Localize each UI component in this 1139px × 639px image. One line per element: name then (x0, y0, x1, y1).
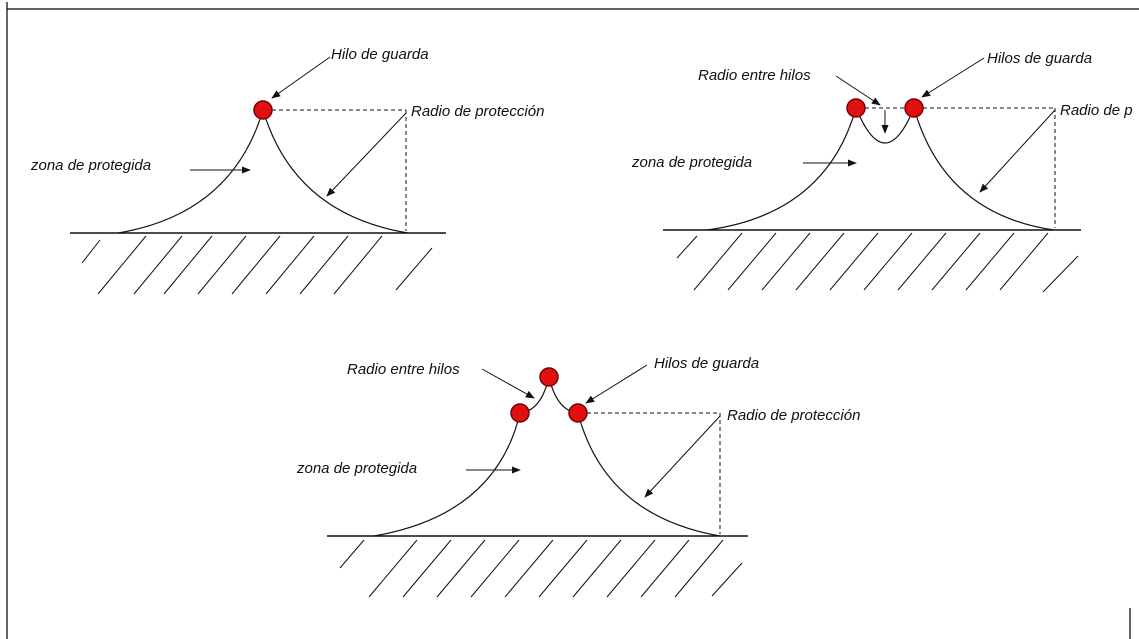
label-between-wires: Radio entre hilos (347, 361, 460, 378)
guard-wire-top (539, 367, 559, 387)
guard-wire-right (568, 403, 588, 423)
ground-hatching (339, 539, 743, 598)
left-protection-arc (117, 109, 264, 234)
label-protected-zone: zona de protegida (631, 154, 752, 171)
guard-wire (253, 100, 273, 120)
arrow-between-wires (835, 75, 881, 106)
label-protection-radius: Radio de protección (411, 103, 544, 120)
arrow-radius (326, 112, 407, 197)
arrow-wire (271, 56, 331, 99)
label-protected-zone: zona de protegida (30, 157, 151, 174)
arc-between-wires (855, 107, 915, 144)
ground-hatching (676, 232, 1079, 293)
arrow-radius (644, 415, 721, 498)
guard-wire-left (510, 403, 530, 423)
frame (6, 2, 1139, 639)
left-protection-arc (706, 107, 857, 231)
arrow-wires (921, 57, 985, 98)
guard-wire-right (904, 98, 924, 118)
guard-wire-left (846, 98, 866, 118)
arrow-radius (979, 109, 1056, 193)
diagram-single-wire: Hilo de guarda Radio de protección zona … (30, 46, 544, 295)
label-guard-wires: Hilos de guarda (654, 355, 759, 372)
label-protected-zone: zona de protegida (296, 460, 417, 477)
right-protection-arc (913, 107, 1055, 231)
diagram-three-wires: Radio entre hilos Hilos de guarda Radio … (296, 355, 860, 598)
label-protection-radius: Radio de p (1060, 102, 1133, 119)
arrow-wires (585, 364, 648, 404)
right-protection-arc (262, 109, 409, 234)
left-protection-arc (373, 412, 521, 537)
label-guard-wire: Hilo de guarda (331, 46, 429, 63)
right-protection-arc (577, 412, 721, 537)
label-protection-radius: Radio de protección (727, 407, 860, 424)
label-guard-wires: Hilos de guarda (987, 50, 1092, 67)
label-between-wires: Radio entre hilos (698, 67, 811, 84)
ground-hatching (81, 235, 433, 295)
diagram-two-wires: Radio entre hilos Hilos de guarda Radio … (631, 50, 1133, 293)
arrow-between-wires (481, 368, 535, 399)
